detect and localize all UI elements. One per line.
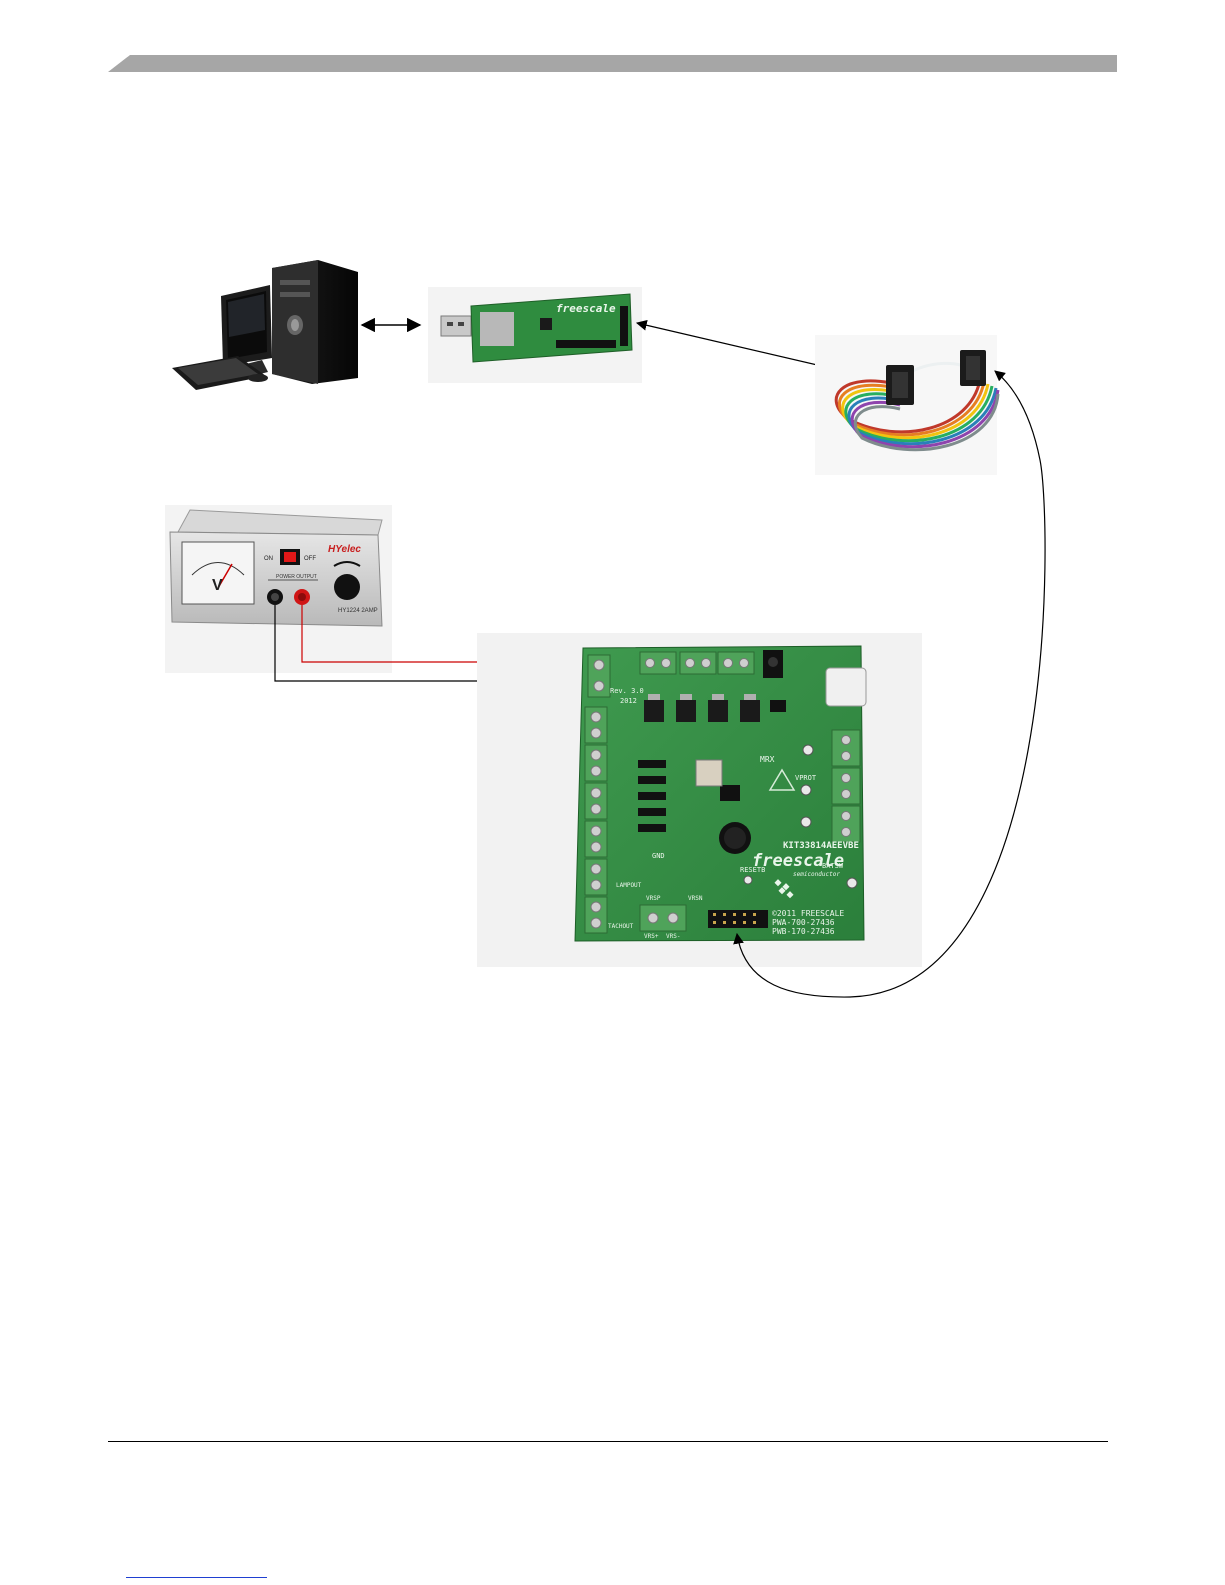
board-year: 2012 [620, 697, 637, 705]
board-sub-brand: semiconductor [793, 871, 840, 878]
footer-rule [108, 1441, 1108, 1442]
board-id: KIT33814AEEVBE [783, 841, 859, 851]
silk-lampout: LAMPOUT [616, 882, 642, 889]
silk-vprot: VPROT [795, 774, 817, 782]
silk-gnd: GND [652, 852, 665, 860]
desktop-computer [172, 260, 358, 390]
silk-mrx: MRX [760, 755, 775, 764]
evaluation-board: Rev. 3.0 2012 MRX VPROT RESETB BATSW GND… [477, 633, 922, 967]
meter-unit: V [212, 577, 223, 594]
setup-diagram: freescale V [0, 0, 1225, 1440]
board-rev: Rev. 3.0 [610, 687, 644, 695]
psu-model-label: HY1224 2AMP [338, 608, 378, 614]
voltmeter-icon: V [182, 542, 254, 604]
silk-vrsn: VRSN [688, 895, 703, 902]
board-brand: freescale [752, 851, 844, 871]
usb-interface-dongle: freescale [428, 287, 642, 383]
voltage-knob-icon [334, 574, 360, 600]
silk-vrs-plus: VRS+ [644, 933, 659, 940]
power-supply: V ON OFF HYelec POWER OUTPUT HY1224 2AMP [165, 505, 392, 673]
switch-on-label: ON [264, 556, 273, 562]
ribbon-cable [815, 335, 998, 475]
psu-output-label: POWER OUTPUT [276, 574, 317, 580]
switch-off-label: OFF [304, 556, 316, 562]
keyboard-icon [172, 356, 268, 390]
footer-link-underline[interactable] [126, 1577, 267, 1578]
silk-tachout: TACHOUT [608, 923, 634, 930]
silk-vrsp: VRSP [646, 895, 661, 902]
board-copyright: ©2011 FREESCALE [772, 909, 844, 918]
board-pwa: PWA-700-27436 [772, 918, 835, 927]
board-pwb: PWB-170-27436 [772, 927, 835, 936]
tower-icon [272, 260, 358, 384]
psu-brand: HYelec [328, 544, 361, 555]
dongle-brand: freescale [556, 302, 616, 315]
silk-vrs-minus: VRS- [666, 933, 680, 940]
